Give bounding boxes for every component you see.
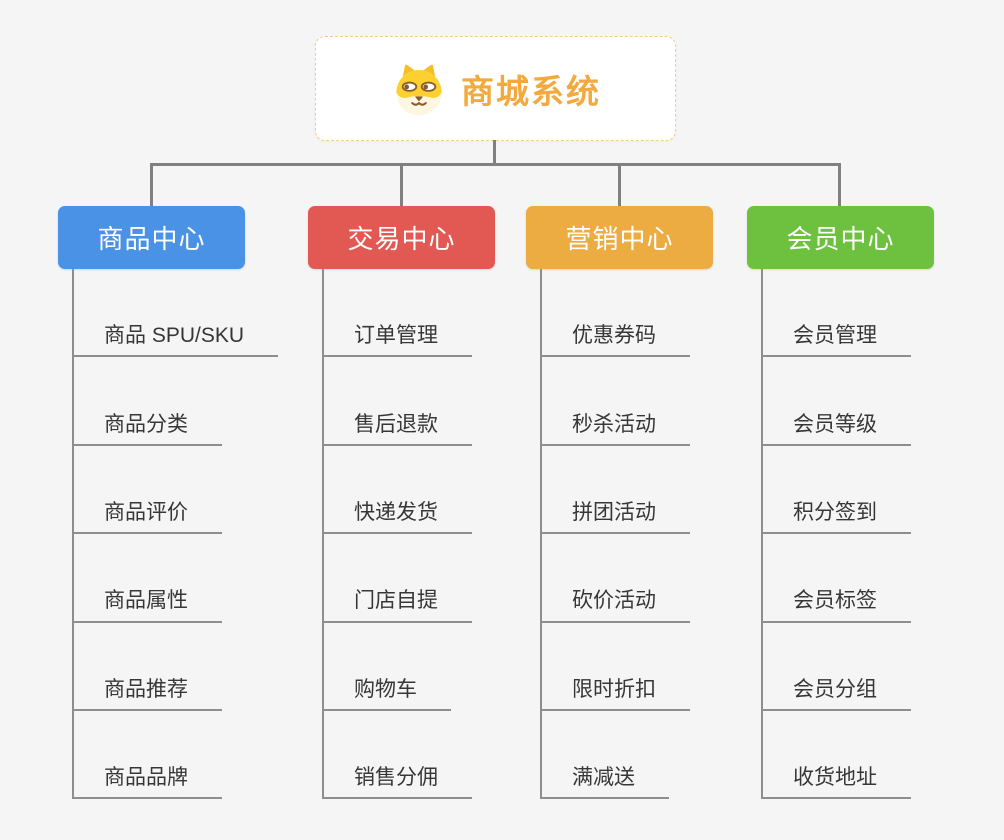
- connector-drop-member: [838, 163, 841, 207]
- leaf-row: 商品推荐: [58, 623, 278, 711]
- leaf-node[interactable]: 会员管理: [761, 323, 911, 358]
- leaf-row: 门店自提: [308, 534, 495, 623]
- branch-node-marketing-center[interactable]: 营销中心: [526, 206, 713, 269]
- leaf-node[interactable]: 购物车: [322, 677, 451, 711]
- leaf-row: 商品属性: [58, 534, 278, 623]
- leaf-node[interactable]: 商品 SPU/SKU: [72, 323, 279, 358]
- leaf-node[interactable]: 商品推荐: [72, 677, 222, 711]
- leaf-row: 会员管理: [747, 269, 934, 358]
- leaf-node[interactable]: 快递发货: [322, 500, 472, 535]
- leaf-node[interactable]: 售后退款: [322, 412, 472, 446]
- leaf-node[interactable]: 满减送: [540, 765, 669, 800]
- branch-node-label: 交易中心: [347, 224, 456, 254]
- leaf-node[interactable]: 秒杀活动: [540, 412, 690, 446]
- leaf-node[interactable]: 限时折扣: [540, 677, 690, 711]
- leaf-row: 商品分类: [58, 357, 278, 446]
- branch-child-line: [540, 269, 542, 800]
- leaf-node[interactable]: 收货地址: [761, 765, 911, 800]
- branch-children: 会员管理 会员等级 积分签到 会员标签 会员分组 收货地址: [747, 269, 934, 800]
- leaf-row: 快递发货: [308, 446, 495, 535]
- leaf-node[interactable]: 销售分佣: [322, 765, 472, 800]
- leaf-row: 会员分组: [747, 623, 934, 711]
- leaf-row: 满减送: [526, 711, 713, 800]
- branch-children: 订单管理 售后退款 快递发货 门店自提 购物车 销售分佣: [308, 269, 495, 800]
- connector-drop-marketing: [618, 163, 621, 207]
- root-node-label: 商城系统: [461, 72, 601, 110]
- connector-drop-trade: [400, 163, 403, 207]
- leaf-row: 商品评价: [58, 446, 278, 535]
- leaf-row: 秒杀活动: [526, 357, 713, 446]
- dog-face-icon: [390, 60, 448, 118]
- leaf-node[interactable]: 拼团活动: [540, 500, 690, 535]
- branch-marketing-center: 营销中心 优惠券码 秒杀活动 拼团活动 砍价活动 限时折扣 满减送: [526, 206, 713, 800]
- branch-member-center: 会员中心 会员管理 会员等级 积分签到 会员标签 会员分组 收货地址: [747, 206, 934, 800]
- leaf-row: 订单管理: [308, 269, 495, 358]
- leaf-node[interactable]: 商品品牌: [72, 765, 222, 800]
- leaf-row: 销售分佣: [308, 711, 495, 800]
- leaf-node[interactable]: 商品属性: [72, 588, 222, 623]
- connector-drop-product: [150, 163, 153, 207]
- branch-child-line: [72, 269, 74, 800]
- branch-node-label: 商品中心: [97, 224, 206, 254]
- leaf-row: 购物车: [308, 623, 495, 711]
- leaf-node[interactable]: 积分签到: [761, 500, 911, 535]
- leaf-node[interactable]: 商品评价: [72, 500, 222, 535]
- leaf-row: 限时折扣: [526, 623, 713, 711]
- branch-node-label: 营销中心: [565, 224, 674, 254]
- leaf-row: 会员标签: [747, 534, 934, 623]
- branch-children: 优惠券码 秒杀活动 拼团活动 砍价活动 限时折扣 满减送: [526, 269, 713, 800]
- leaf-node[interactable]: 砍价活动: [540, 588, 690, 623]
- leaf-node[interactable]: 优惠券码: [540, 323, 690, 358]
- leaf-row: 商品 SPU/SKU: [58, 269, 279, 358]
- leaf-row: 砍价活动: [526, 534, 713, 623]
- branch-product-center: 商品中心 商品 SPU/SKU 商品分类 商品评价 商品属性 商品推荐 商品品牌: [58, 206, 279, 800]
- branch-node-member-center[interactable]: 会员中心: [747, 206, 934, 269]
- leaf-row: 售后退款: [308, 357, 495, 446]
- leaf-node[interactable]: 会员分组: [761, 677, 911, 711]
- leaf-row: 收货地址: [747, 711, 934, 800]
- leaf-row: 商品品牌: [58, 711, 278, 800]
- branch-children: 商品 SPU/SKU 商品分类 商品评价 商品属性 商品推荐 商品品牌: [58, 269, 279, 800]
- leaf-node[interactable]: 会员等级: [761, 412, 911, 446]
- connector-root-drop: [493, 140, 496, 166]
- branch-child-line: [761, 269, 763, 800]
- root-node[interactable]: 商城系统: [315, 36, 676, 141]
- leaf-row: 会员等级: [747, 357, 934, 446]
- leaf-node[interactable]: 订单管理: [322, 323, 472, 358]
- leaf-node[interactable]: 商品分类: [72, 412, 222, 446]
- leaf-row: 优惠券码: [526, 269, 713, 358]
- branch-node-product-center[interactable]: 商品中心: [58, 206, 245, 269]
- branch-node-label: 会员中心: [786, 224, 895, 254]
- leaf-node[interactable]: 门店自提: [322, 588, 472, 623]
- leaf-node[interactable]: 会员标签: [761, 588, 911, 623]
- leaf-row: 积分签到: [747, 446, 934, 535]
- leaf-row: 拼团活动: [526, 446, 713, 535]
- branch-node-trade-center[interactable]: 交易中心: [308, 206, 495, 269]
- branch-child-line: [322, 269, 324, 800]
- branch-trade-center: 交易中心 订单管理 售后退款 快递发货 门店自提 购物车 销售分佣: [308, 206, 495, 800]
- connector-rail: [150, 163, 840, 166]
